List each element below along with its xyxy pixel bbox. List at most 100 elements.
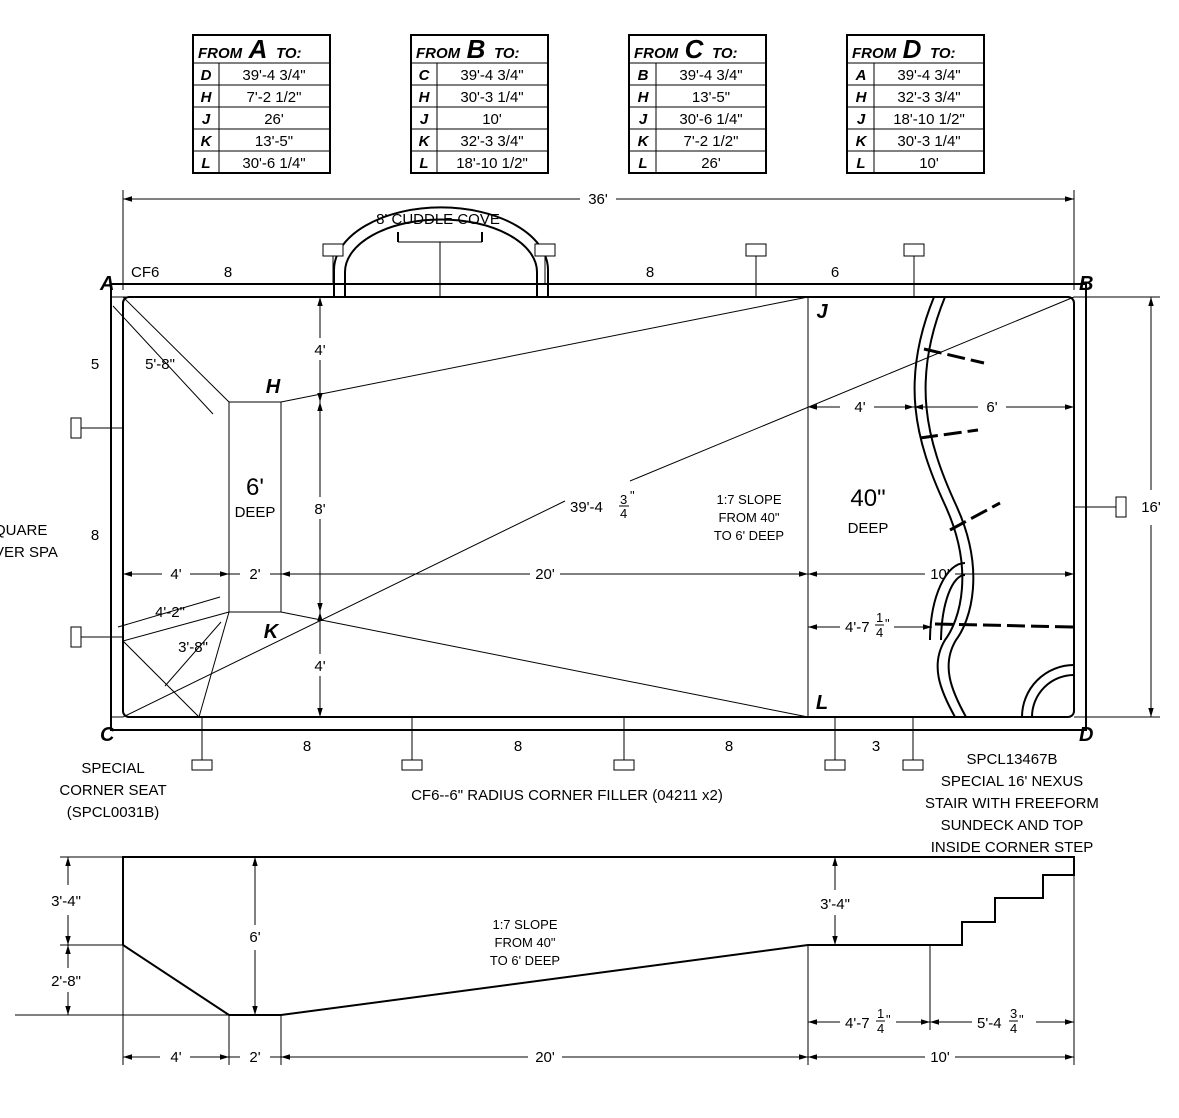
section-deep-dim: 6' (249, 929, 260, 946)
deep-end-depth: 6' (246, 474, 264, 501)
table-to-label: TO: (930, 45, 956, 62)
point-c: C (100, 724, 115, 746)
section-frac-den: 4 (877, 1021, 884, 1036)
shallow-label: DEEP (848, 520, 889, 537)
table-from-label: FROM (634, 45, 679, 62)
table-pt: D (201, 67, 212, 84)
overall-height-dim: 16' (1141, 499, 1161, 516)
section-left-bottom: 2'-8" (51, 973, 81, 990)
bottom-panel-4: 3 (872, 738, 880, 755)
bottom-panel-3: 8 (725, 738, 733, 755)
section-b-20: 20' (535, 1049, 555, 1066)
table-pt: H (856, 89, 868, 106)
distance-table-b: FROM B TO: C 39'-4 3/4" H 30'-3 1/4" J 1… (410, 34, 549, 174)
table-pt: J (857, 111, 866, 128)
distance-table-a: FROM A TO: D 39'-4 3/4" H 7'-2 1/2" J 26… (192, 34, 331, 174)
section-b-10: 10' (930, 1049, 950, 1066)
nexus-stair-edge-2 (924, 296, 975, 718)
table-pt: K (201, 133, 213, 150)
table-dist: 30'-3 1/4" (897, 133, 960, 150)
section-stair-54: 5'-4 (977, 1015, 1002, 1032)
v-dim-mid: 8' (314, 501, 325, 518)
point-b: B (1079, 273, 1093, 295)
table-pt: A (855, 67, 867, 84)
section-frac-num-2: 3 (1010, 1006, 1017, 1021)
table-dist: 30'-3 1/4" (460, 89, 523, 106)
table-dist: 18'-10 1/2" (893, 111, 965, 128)
table-to-label: TO: (712, 45, 738, 62)
section-shallow-dim: 3'-4" (820, 896, 850, 913)
stair-note-1: SPCL13467B (967, 751, 1058, 768)
table-pt: L (419, 155, 428, 172)
stair-dim-4: 4' (854, 399, 865, 416)
corner-seat-note-2: CORNER SEAT (59, 782, 166, 799)
left-panel-1: 5 (91, 356, 99, 373)
table-dist: 7'-2 1/2" (247, 89, 302, 106)
section-b-2: 2' (249, 1049, 260, 1066)
diagonal-frac-den: 4 (620, 506, 627, 521)
point-k: K (264, 621, 280, 643)
table-point: B (467, 34, 486, 64)
bottom-panel-2: 8 (514, 738, 522, 755)
stair-dim-475: 4'-7 (845, 619, 870, 636)
corner-seat-dim-b: 3'-8" (178, 639, 208, 656)
point-l: L (816, 692, 828, 714)
table-dist: 39'-4 3/4" (242, 67, 305, 84)
bottom-panel-1: 8 (303, 738, 311, 755)
table-pt: H (419, 89, 431, 106)
table-dist: 39'-4 3/4" (460, 67, 523, 84)
h-dim-20: 20' (535, 566, 555, 583)
table-pt: C (419, 67, 431, 84)
corner-step-inner (1031, 674, 1075, 718)
h-dim-2: 2' (249, 566, 260, 583)
top-panel-2: 8 (646, 264, 654, 281)
stair-note-5: INSIDE CORNER STEP (931, 839, 1094, 856)
table-pt: B (638, 67, 649, 84)
table-dist: 13'-5" (692, 89, 730, 106)
corner-step-outer (1021, 664, 1075, 718)
table-pt: K (856, 133, 868, 150)
table-pt: J (202, 111, 211, 128)
overall-width-dim: 36' (588, 191, 608, 208)
table-pt: K (419, 133, 431, 150)
diagonal-frac-num: 3 (620, 492, 627, 507)
section-slope-3: TO 6' DEEP (490, 953, 560, 968)
section-left-top: 3'-4" (51, 893, 81, 910)
table-dist: 18'-10 1/2" (456, 155, 528, 172)
table-dist: 7'-2 1/2" (684, 133, 739, 150)
table-from-label: FROM (198, 45, 243, 62)
table-pt: L (638, 155, 647, 172)
top-panel-3: 6 (831, 264, 839, 281)
nexus-stair-edge-1 (913, 296, 964, 718)
h-dim-4: 4' (170, 566, 181, 583)
point-d: D (1079, 724, 1093, 746)
table-dist: 32'-3 3/4" (460, 133, 523, 150)
deep-end-label: DEEP (235, 504, 276, 521)
table-pt: K (638, 133, 650, 150)
table-dist: 13'-5" (255, 133, 293, 150)
distance-table-d: FROM D TO: A 39'-4 3/4" H 32'-3 3/4" J 1… (846, 34, 985, 174)
plan-slope-note-3: TO 6' DEEP (714, 528, 784, 543)
point-h: H (266, 376, 281, 398)
stair-dim-frac-num: 1 (876, 610, 883, 625)
point-a: A (99, 273, 114, 295)
table-dist: 10' (919, 155, 939, 172)
svg-text:": " (886, 1012, 891, 1027)
table-to-label: TO: (276, 45, 302, 62)
point-j: J (816, 301, 828, 323)
stair-note-2: SPECIAL 16' NEXUS (941, 773, 1083, 790)
plan-slope-note-1: 1:7 SLOPE (716, 492, 781, 507)
section-frac-num: 1 (877, 1006, 884, 1021)
table-dist: 30'-6 1/4" (242, 155, 305, 172)
stair-dim-frac-den: 4 (876, 625, 883, 640)
plan-view: 36' 8' CUDDLE COVE CF6 8 8 6 (0, 190, 1161, 856)
cf6-label: CF6 (131, 264, 159, 281)
section-slope-2: FROM 40" (495, 935, 556, 950)
table-point: C (685, 34, 705, 64)
table-pt: J (420, 111, 429, 128)
v-dim-bot: 4' (314, 658, 325, 675)
table-pt: H (638, 89, 650, 106)
table-point: A (248, 34, 268, 64)
left-cut-text-1: QUARE (0, 522, 47, 539)
cuddle-cove-label: 8' CUDDLE COVE (376, 211, 500, 228)
